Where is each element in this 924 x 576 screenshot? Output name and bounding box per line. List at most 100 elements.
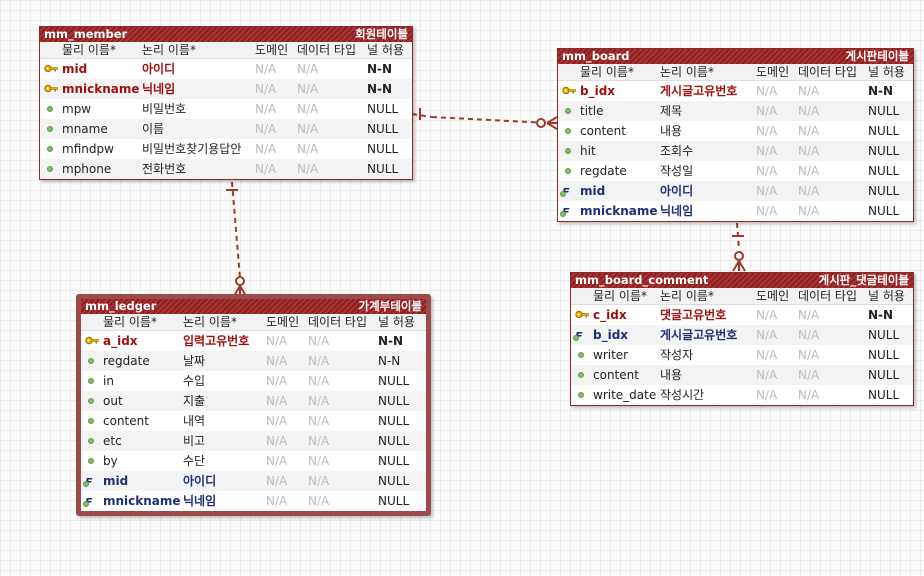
column-nullable: NULL: [367, 102, 399, 116]
relation-crowfoot: [546, 116, 558, 124]
entity-label: 회원테이블: [355, 27, 408, 41]
column-nullable: NULL: [868, 328, 900, 342]
column-domain: N/A: [756, 388, 778, 402]
column-dot-icon: [558, 101, 580, 121]
entity-header[interactable]: mm_board 게시판테이블: [558, 49, 913, 64]
physical-name-header: 물리 이름*: [580, 65, 634, 79]
logical-name-header: 논리 이름*: [660, 65, 714, 79]
column-logical-name: 게시글고유번호: [660, 84, 738, 98]
column-dot-icon: [571, 365, 593, 385]
column-nullable: NULL: [868, 104, 900, 118]
column-datatype: N/A: [297, 162, 319, 176]
entity-name: mm_member: [44, 27, 128, 41]
column-logical-name: 내용: [660, 368, 683, 382]
entity-name: mm_board: [562, 49, 630, 63]
column-physical-name: title: [580, 104, 604, 118]
column-physical-name: hit: [580, 144, 596, 158]
primary-key-icon: [40, 79, 62, 99]
entity-label: 게시판테이블: [845, 49, 909, 63]
column-domain: N/A: [756, 368, 778, 382]
column-physical-name: regdate: [103, 354, 150, 368]
column-datatype: N/A: [297, 122, 319, 136]
column-dot-icon: [571, 345, 593, 365]
column-dot-icon: [81, 411, 103, 431]
column-nullable: NULL: [378, 414, 410, 428]
column-domain: N/A: [255, 142, 277, 156]
entity-header[interactable]: mm_member 회원테이블: [40, 27, 412, 42]
column-nullable: NULL: [868, 184, 900, 198]
column-physical-name: mid: [580, 184, 606, 198]
column-logical-name: 게시글고유번호: [660, 328, 738, 342]
column-nullable: NULL: [868, 388, 900, 402]
column-logical-name: 작성시간: [660, 388, 705, 402]
column-dot-icon: [81, 391, 103, 411]
column-dot-icon: [81, 451, 103, 471]
column-physical-name: mphone: [62, 162, 112, 176]
column-domain: N/A: [255, 62, 277, 76]
primary-key-icon: [81, 331, 103, 351]
column-domain: N/A: [266, 414, 288, 428]
column-physical-name: out: [103, 394, 123, 408]
primary-key-icon: [571, 305, 593, 325]
column-domain: N/A: [255, 122, 277, 136]
column-logical-name: 지출: [183, 394, 206, 408]
column-datatype: N/A: [308, 434, 330, 448]
column-logical-name: 아이디: [660, 184, 694, 198]
column-physical-name: mnickname: [103, 494, 181, 508]
column-datatype: N/A: [798, 328, 820, 342]
column-domain: N/A: [756, 204, 778, 218]
column-datatype: N/A: [308, 394, 330, 408]
column-logical-name: 제목: [660, 104, 683, 118]
column-datatype: N/A: [798, 144, 820, 158]
foreign-key-icon: F: [81, 471, 103, 491]
column-logical-name: 내역: [183, 414, 206, 428]
datatype-header: 데이터 타입: [308, 315, 368, 329]
column-datatype: N/A: [308, 354, 330, 368]
nullable-header: 널 허용: [868, 289, 905, 303]
column-datatype: N/A: [798, 104, 820, 118]
column-datatype: N/A: [297, 82, 319, 96]
column-logical-name: 작성일: [660, 164, 694, 178]
column-datatype: N/A: [798, 84, 820, 98]
physical-name-header: 물리 이름*: [103, 315, 157, 329]
column-dot-icon: [558, 141, 580, 161]
column-domain: N/A: [266, 474, 288, 488]
nullable-header: 널 허용: [868, 65, 905, 79]
column-physical-name: mnickname: [580, 204, 658, 218]
column-logical-name: 작성자: [660, 348, 694, 362]
column-logical-name: 내용: [660, 124, 683, 138]
